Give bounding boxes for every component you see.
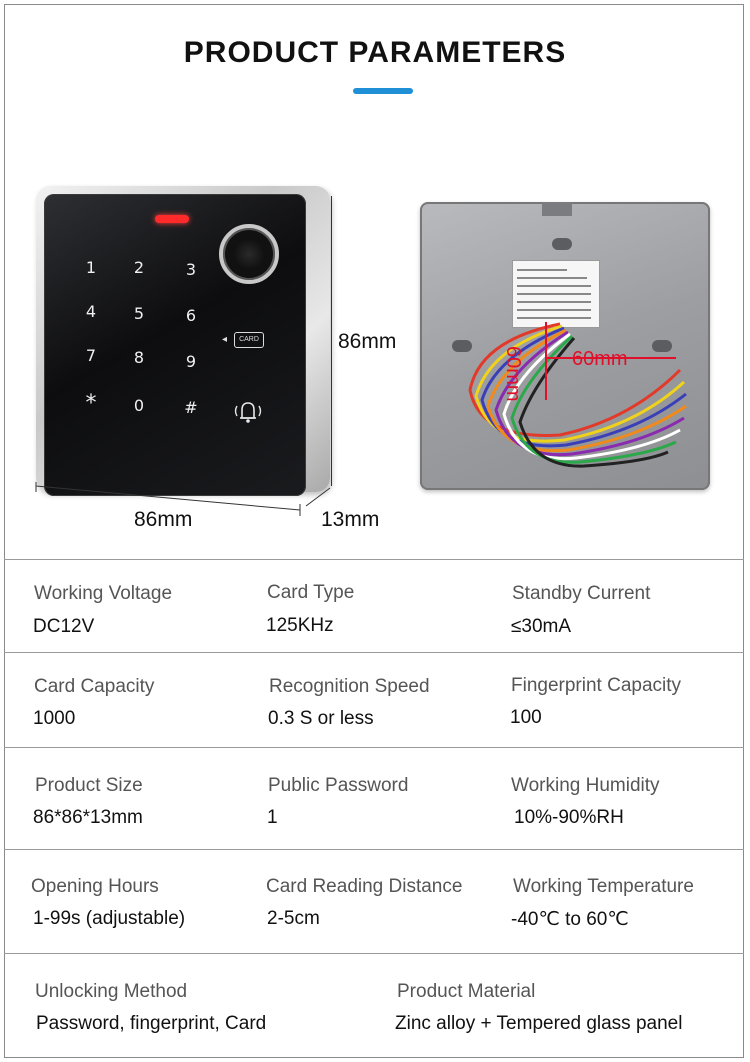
- title-underline: [353, 88, 413, 94]
- mount-hole-left: [452, 340, 472, 352]
- fingerprint-sensor-icon: [219, 224, 279, 284]
- product-image-area: 1 2 3 4 5 6 7 8 9 * 0 # ◂ CARD 86mm 86mm…: [35, 186, 710, 531]
- spec-label-card-reading-distance: Card Reading Distance: [266, 876, 463, 897]
- back-plate-notch: [542, 202, 572, 216]
- spec-value-working-voltage: DC12V: [33, 616, 95, 637]
- spec-label-working-humidity: Working Humidity: [511, 775, 660, 796]
- spec-value-standby-current: ≤30mA: [511, 616, 572, 637]
- key-2: 2: [133, 258, 145, 277]
- spec-value-unlocking-method: Password, fingerprint, Card: [36, 1013, 267, 1034]
- back-height-dimension-label: 60mm: [502, 346, 524, 402]
- spec-label-public-password: Public Password: [268, 775, 409, 796]
- spec-label-working-temperature: Working Temperature: [513, 876, 694, 897]
- divider: [4, 953, 744, 954]
- spec-label-working-voltage: Working Voltage: [34, 583, 173, 604]
- spec-label-opening-hours: Opening Hours: [31, 876, 159, 897]
- mount-hole-top: [552, 238, 572, 250]
- key-5: 5: [133, 304, 145, 323]
- key-7: 7: [85, 346, 97, 365]
- key-6: 6: [185, 306, 197, 325]
- spec-value-working-temperature: -40℃ to 60℃: [511, 909, 629, 930]
- divider: [4, 747, 744, 748]
- spec-label-unlocking-method: Unlocking Method: [35, 981, 188, 1002]
- spec-value-card-capacity: 1000: [33, 708, 76, 729]
- height-dimension-line: [331, 196, 332, 486]
- spec-label-product-size: Product Size: [35, 775, 143, 796]
- spec-value-working-humidity: 10%-90%RH: [514, 807, 624, 828]
- key-9: 9: [185, 352, 197, 371]
- spec-value-public-password: 1: [267, 807, 278, 828]
- key-hash: #: [184, 398, 198, 417]
- back-dimension-lines: [545, 322, 676, 400]
- spec-value-opening-hours: 1-99s (adjustable): [33, 908, 186, 929]
- width-dimension-label: 86mm: [134, 508, 193, 531]
- key-0: 0: [133, 396, 145, 415]
- key-8: 8: [133, 348, 145, 367]
- divider: [4, 652, 744, 653]
- wire-bundle: [468, 322, 687, 468]
- divider: [4, 849, 744, 850]
- key-star: *: [85, 391, 97, 416]
- card-reader-icon: CARD: [234, 332, 264, 348]
- spec-label-recognition-speed: Recognition Speed: [269, 676, 430, 697]
- spec-value-recognition-speed: 0.3 S or less: [268, 708, 374, 729]
- spec-label-fingerprint-capacity: Fingerprint Capacity: [511, 675, 682, 696]
- key-1: 1: [85, 258, 97, 277]
- key-3: 3: [185, 260, 197, 279]
- depth-dimension-label: 13mm: [321, 508, 380, 531]
- spec-value-product-size: 86*86*13mm: [33, 807, 143, 828]
- spec-value-fingerprint-capacity: 100: [510, 707, 542, 728]
- spec-label-product-material: Product Material: [397, 981, 536, 1002]
- spec-label-card-capacity: Card Capacity: [34, 676, 155, 697]
- back-width-dimension-label: 60mm: [572, 348, 628, 370]
- width-dimension-line: [35, 482, 331, 516]
- spec-value-card-reading-distance: 2-5cm: [267, 908, 320, 929]
- page-frame: [4, 4, 744, 1058]
- spec-value-card-type: 125KHz: [266, 615, 334, 636]
- doorbell-icon: [234, 402, 262, 423]
- status-led: [155, 215, 189, 223]
- page-title: PRODUCT PARAMETERS: [183, 36, 567, 69]
- key-4: 4: [85, 302, 97, 321]
- spec-label-card-type: Card Type: [267, 582, 355, 603]
- height-dimension-label: 86mm: [338, 330, 397, 353]
- spec-label-standby-current: Standby Current: [512, 583, 651, 604]
- rfid-waves-icon: ◂: [222, 334, 228, 345]
- spec-value-product-material: Zinc alloy + Tempered glass panel: [395, 1013, 683, 1034]
- divider: [4, 559, 744, 560]
- mount-hole-right: [652, 340, 672, 352]
